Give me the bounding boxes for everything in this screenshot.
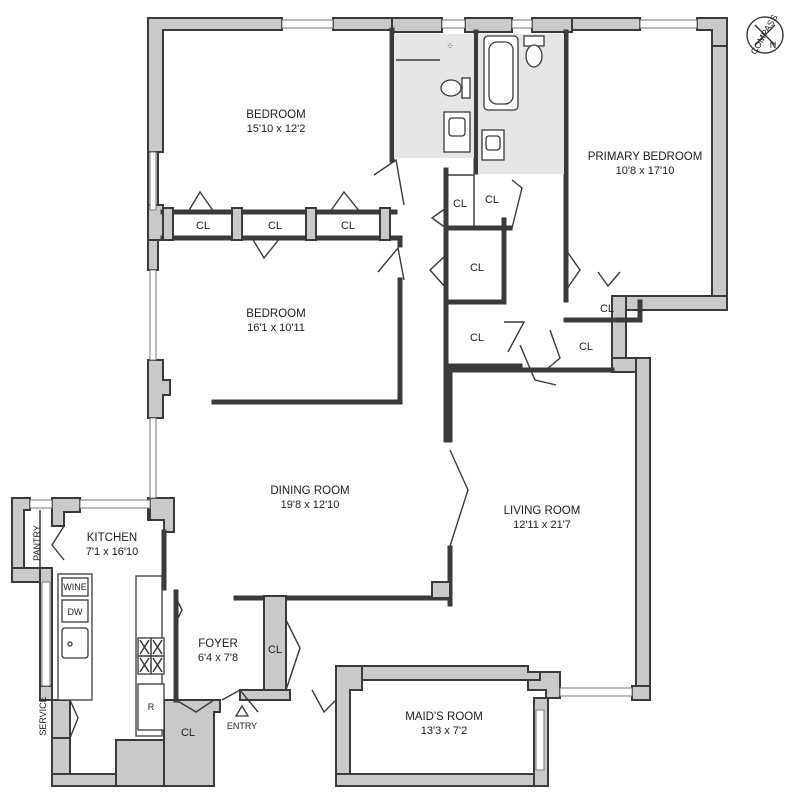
dw-label: DW [68, 607, 83, 617]
outer-walls [11, 17, 728, 787]
room-name-dining-room: DINING ROOM [270, 485, 349, 497]
room-name-foyer: FOYER [198, 638, 238, 650]
closet-label: CL [600, 303, 614, 315]
entry-label: ENTRY [227, 721, 257, 731]
bathrooms: ⁘ [394, 34, 564, 174]
closet-label: CL [268, 220, 282, 232]
room-name-kitchen: KITCHEN [87, 532, 137, 544]
closet-label: CL [341, 220, 355, 232]
closet-label: CL [485, 194, 499, 206]
room-name-bedroom-2: BEDROOM [246, 308, 305, 320]
pantry-label: PANTRY [32, 525, 42, 561]
closet-labels: CL CL CL CL CL CL CL CL CL CL CL [181, 194, 614, 739]
closet-label: CL [453, 198, 467, 210]
room-name-maids-room: MAID'S ROOM [405, 711, 483, 723]
room-dims-maids-room: 13'3 x 7'2 [421, 725, 467, 737]
room-name-living-room: LIVING ROOM [504, 505, 581, 517]
wine-label: WINE [63, 582, 87, 592]
closet-label: CL [470, 262, 484, 274]
room-labels: BEDROOM 15'10 x 12'2 BEDROOM 16'1 x 10'1… [86, 109, 703, 737]
svg-text:⁘: ⁘ [446, 41, 454, 51]
service-label: SERVICE [38, 696, 48, 735]
room-dims-kitchen: 7'1 x 16'10 [86, 546, 139, 558]
kitchen-fixtures [57, 573, 165, 737]
room-name-primary-bedroom: PRIMARY BEDROOM [588, 151, 703, 163]
room-dims-dining-room: 19'8 x 12'10 [281, 499, 340, 511]
closet-label: CL [579, 341, 593, 353]
compass-north: N [770, 40, 777, 50]
closet-label: CL [196, 220, 210, 232]
room-dims-bedroom-2: 16'1 x 10'11 [247, 322, 305, 334]
closet-label: CL [268, 644, 282, 656]
windows [29, 19, 698, 771]
door-swings [51, 158, 621, 739]
room-dims-primary-bedroom: 10'8 x 17'10 [616, 165, 675, 177]
misc-labels: PANTRY SERVICE ENTRY WINE DW R [32, 525, 257, 736]
room-dims-bedroom-1: 15'10 x 12'2 [247, 123, 306, 135]
room-name-bedroom-1: BEDROOM [246, 109, 305, 121]
room-dims-foyer: 6'4 x 7'8 [198, 652, 238, 664]
closet-label: CL [181, 727, 195, 739]
room-dims-living-room: 12'11 x 21'7 [513, 519, 571, 531]
closet-label: CL [470, 332, 484, 344]
compass: COMPASS N [746, 13, 784, 56]
refrigerator-label: R [148, 702, 155, 712]
